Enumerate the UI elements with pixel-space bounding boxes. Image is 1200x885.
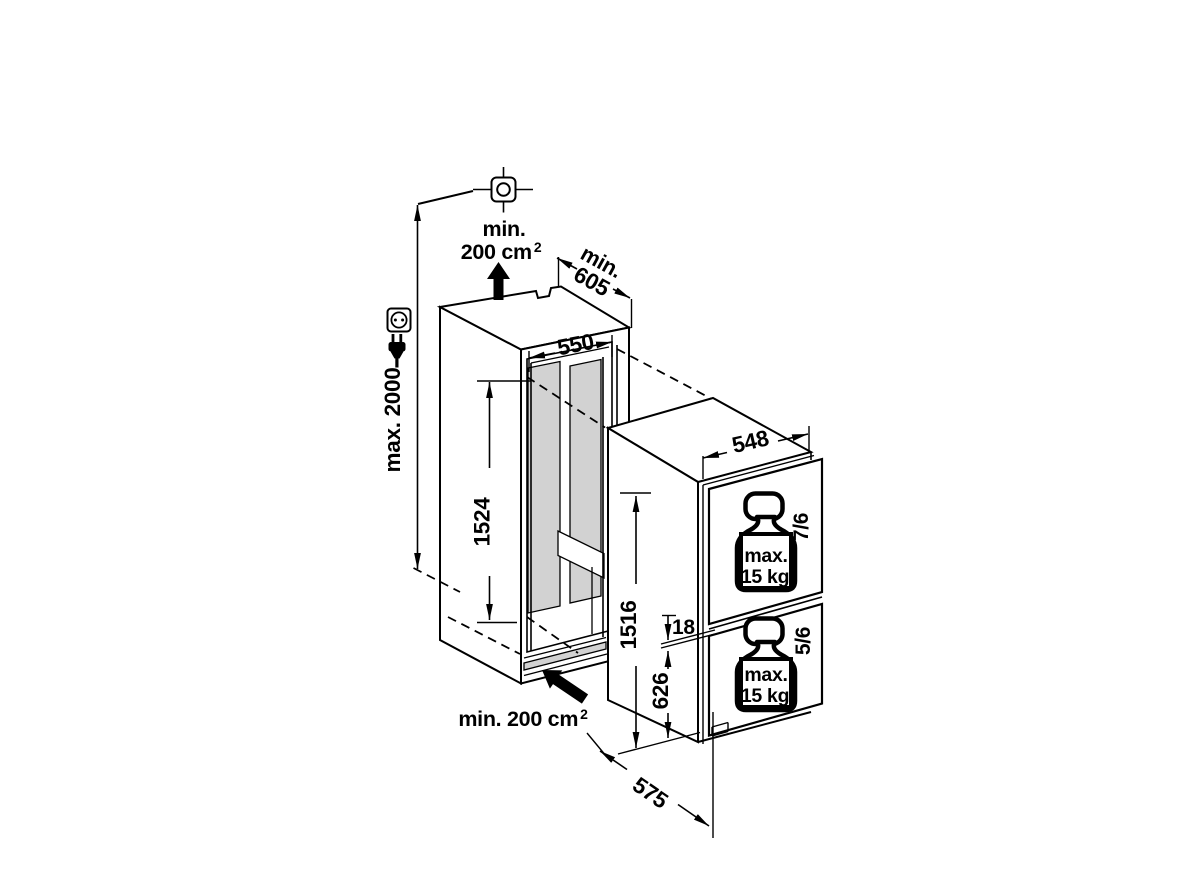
leveling-foot <box>711 721 729 737</box>
appliance-height-label: 1516 <box>616 601 641 650</box>
dimension-lower-door-height: 626 <box>648 651 673 738</box>
airflow-in-arrow-icon <box>542 670 589 704</box>
niche-floor-wedge <box>557 529 605 580</box>
weight-limit-label-lower: 15 kg <box>741 685 789 707</box>
door-gap-label: 18 <box>672 616 695 639</box>
dimension-appliance-height: 1516 <box>616 492 701 755</box>
projection-lines <box>413 348 711 655</box>
dimension-max-height: max. 2000 <box>380 205 421 569</box>
dimension-niche-height: 1524 <box>470 380 531 624</box>
max-height-label: max. 2000 <box>380 368 405 473</box>
weight-limit-label-upper: 15 kg <box>741 566 789 588</box>
weight-max-label-upper: max. <box>744 545 787 567</box>
door-weight-icon-upper: max. 15 kg <box>734 491 798 593</box>
niche-height-label: 1524 <box>470 497 495 547</box>
airflow-up-arrow-icon <box>487 262 510 300</box>
appliance-depth-label: 575 <box>628 772 672 813</box>
power-outlet-icon <box>386 307 412 333</box>
datum-crosshair-icon <box>417 167 533 213</box>
dimension-door-gap: 18 <box>660 614 716 649</box>
weight-max-label-lower: max. <box>744 664 787 686</box>
top-vent-min-label: min. <box>483 217 526 241</box>
bottom-vent-slot <box>523 641 607 671</box>
lower-door-height-label: 626 <box>648 673 673 710</box>
upper-door-ratio-label: 7/6 <box>790 513 813 541</box>
niche-interior-wall-left <box>527 360 561 614</box>
door-weight-icon-lower: max. 15 kg <box>734 616 798 713</box>
power-plug-icon <box>388 334 406 368</box>
lower-door-ratio-label: 5/6 <box>792 627 815 655</box>
cabinet-niche <box>436 285 632 686</box>
cabinet-left-face <box>439 305 522 686</box>
